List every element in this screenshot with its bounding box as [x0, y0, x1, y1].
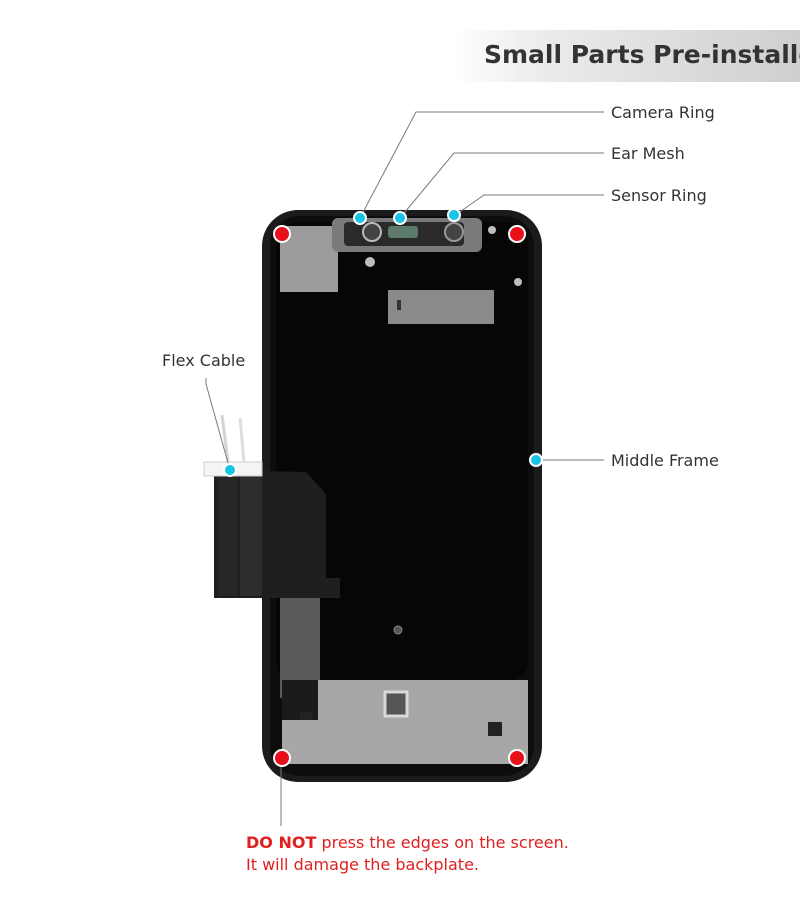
sensor-ring-marker: [447, 208, 461, 222]
ear-mesh-label: Ear Mesh: [611, 144, 685, 163]
warning-bold: DO NOT: [246, 833, 317, 852]
flex-cable-marker: [223, 463, 237, 477]
flex-cable-label: Flex Cable: [162, 351, 246, 370]
middle-frame-marker: [529, 453, 543, 467]
display-back: [276, 222, 528, 682]
corner-top-right-marker: [508, 225, 526, 243]
corner-bottom-right-marker: [508, 749, 526, 767]
screw-center: [393, 625, 403, 635]
bottom-plate: [282, 680, 528, 764]
corner-top-left-marker: [273, 225, 291, 243]
flex-cable-strip-right: [240, 470, 262, 596]
sensor-ring-leader: [453, 194, 604, 217]
warning-line-2: It will damage the backplate.: [246, 855, 479, 874]
flex-cable-leader: [205, 378, 231, 471]
middle-frame-label: Middle Frame: [611, 451, 719, 470]
corner-bottom-left-marker: [273, 749, 291, 767]
shield-sticker: [388, 290, 494, 324]
ear-mesh-marker: [393, 211, 407, 225]
title-band: [452, 30, 800, 82]
ear-mesh-leader: [399, 152, 604, 219]
camera-ring-marker: [353, 211, 367, 225]
ear-mesh-part: [388, 226, 418, 238]
screw-top-right: [488, 226, 496, 234]
flex-cable-strip-left: [218, 470, 238, 596]
camera-ring-leader: [359, 111, 604, 219]
page-title: Small Parts Pre-installed: [484, 40, 800, 69]
top-left-plate: [280, 226, 338, 292]
bottom-chip: [383, 690, 409, 718]
camera-ring-label: Camera Ring: [611, 103, 715, 122]
sensor-ring-label: Sensor Ring: [611, 186, 707, 205]
sensor-lens: [444, 222, 464, 242]
camera-lens: [362, 222, 382, 242]
screw-top: [365, 257, 375, 267]
warning-text: DO NOT press the edges on the screen. It…: [246, 832, 569, 876]
warning-line-1: press the edges on the screen.: [316, 833, 569, 852]
